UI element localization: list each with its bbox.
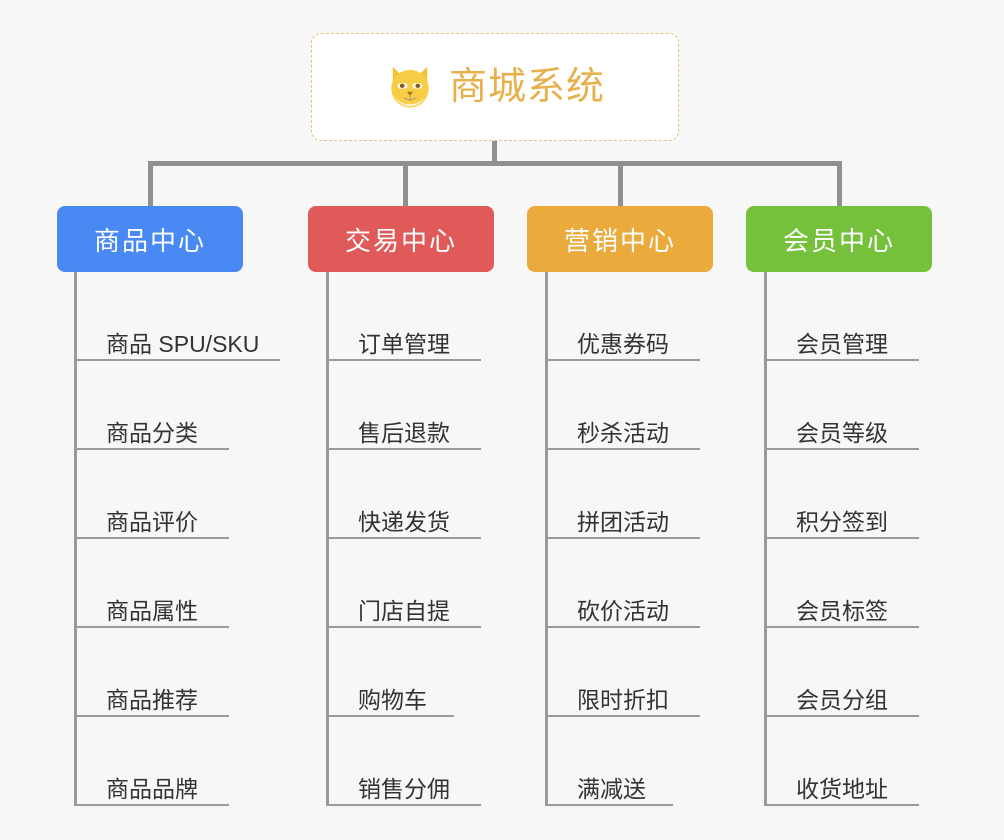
leaf-spine	[545, 272, 548, 806]
root-title: 商城系统	[448, 66, 605, 108]
leaf-underline	[764, 448, 919, 450]
leaf-item-label: 销售分佣	[358, 775, 450, 802]
leaf-column-4: 会员管理会员等级积分签到会员标签会员分组收货地址	[764, 272, 919, 806]
leaf-item-label: 秒杀活动	[577, 419, 669, 446]
leaf-underline	[545, 359, 700, 361]
leaf-underline	[326, 804, 481, 806]
connector-drop-2	[403, 161, 408, 208]
leaf-underline	[764, 359, 919, 361]
leaf-item[interactable]: 订单管理	[326, 272, 481, 361]
connector-drop-4	[837, 161, 842, 208]
leaf-item[interactable]: 会员管理	[764, 272, 919, 361]
leaf-underline	[74, 626, 229, 628]
leaf-underline	[326, 626, 481, 628]
leaf-item[interactable]: 会员分组	[764, 628, 919, 717]
leaf-item-label: 购物车	[358, 686, 427, 713]
leaf-item[interactable]: 购物车	[326, 628, 454, 717]
shiba-dog-face-icon	[391, 66, 429, 109]
leaf-item-label: 会员管理	[796, 330, 888, 357]
connector-drop-3	[618, 161, 623, 208]
leaf-item[interactable]: 商品品牌	[74, 717, 259, 806]
category-box-3[interactable]: 营销中心	[527, 206, 713, 272]
leaf-item-label: 砍价活动	[577, 597, 669, 624]
leaf-item[interactable]: 满减送	[545, 717, 673, 806]
leaf-spine	[326, 272, 329, 806]
leaf-column-3: 优惠券码秒杀活动拼团活动砍价活动限时折扣满减送	[545, 272, 700, 806]
leaf-item[interactable]: 砍价活动	[545, 539, 700, 628]
leaf-item[interactable]: 商品分类	[74, 361, 259, 450]
category-label: 营销中心	[563, 225, 676, 256]
leaf-underline	[545, 715, 700, 717]
leaf-item-label: 商品分类	[106, 419, 198, 446]
leaf-item[interactable]: 限时折扣	[545, 628, 700, 717]
leaf-item[interactable]: 商品推荐	[74, 628, 259, 717]
leaf-underline	[326, 448, 481, 450]
leaf-item[interactable]: 会员标签	[764, 539, 919, 628]
leaf-item-label: 积分签到	[796, 508, 888, 535]
leaf-item-label: 售后退款	[358, 419, 450, 446]
connector-drop-1	[148, 161, 153, 208]
leaf-underline	[545, 537, 700, 539]
leaf-item-label: 订单管理	[358, 330, 450, 357]
leaf-underline	[764, 804, 919, 806]
leaf-item-label: 门店自提	[358, 597, 450, 624]
leaf-item[interactable]: 优惠券码	[545, 272, 700, 361]
leaf-underline	[326, 359, 481, 361]
category-box-4[interactable]: 会员中心	[746, 206, 932, 272]
leaf-item-label: 限时折扣	[577, 686, 669, 713]
connector-root-stem	[492, 141, 497, 165]
connector-horizontal-bus	[148, 161, 842, 166]
leaf-item-label: 商品 SPU/SKU	[106, 330, 260, 357]
leaf-underline	[74, 537, 229, 539]
category-label: 交易中心	[344, 225, 457, 256]
leaf-underline	[74, 804, 229, 806]
leaf-item-label: 商品属性	[106, 597, 198, 624]
leaf-item[interactable]: 售后退款	[326, 361, 481, 450]
leaf-underline	[326, 715, 454, 717]
leaf-item[interactable]: 销售分佣	[326, 717, 481, 806]
leaf-underline	[74, 359, 280, 361]
leaf-item[interactable]: 积分签到	[764, 450, 919, 539]
leaf-underline	[74, 715, 229, 717]
leaf-underline	[545, 804, 673, 806]
leaf-underline	[74, 448, 229, 450]
root-node[interactable]: 商城系统	[311, 33, 679, 141]
leaf-underline	[764, 537, 919, 539]
leaf-item[interactable]: 秒杀活动	[545, 361, 700, 450]
leaf-column-1: 商品 SPU/SKU 商品分类商品评价商品属性商品推荐商品品牌	[74, 272, 280, 806]
leaf-underline	[764, 626, 919, 628]
leaf-underline	[545, 626, 700, 628]
category-box-2[interactable]: 交易中心	[308, 206, 494, 272]
leaf-spine	[764, 272, 767, 806]
leaf-item-label: 会员分组	[796, 686, 888, 713]
category-box-1[interactable]: 商品中心	[57, 206, 243, 272]
leaf-item-label: 商品评价	[106, 508, 198, 535]
leaf-item[interactable]: 商品评价	[74, 450, 259, 539]
leaf-underline	[545, 448, 700, 450]
category-label: 商品中心	[93, 225, 206, 256]
leaf-item-label: 商品品牌	[106, 775, 198, 802]
category-label: 会员中心	[782, 225, 895, 256]
leaf-item[interactable]: 快递发货	[326, 450, 481, 539]
leaf-underline	[326, 537, 481, 539]
leaf-item-label: 会员标签	[796, 597, 888, 624]
leaf-item[interactable]: 会员等级	[764, 361, 919, 450]
leaf-item-label: 收货地址	[796, 775, 888, 802]
leaf-underline	[764, 715, 919, 717]
leaf-item-label: 拼团活动	[577, 508, 669, 535]
leaf-spine	[74, 272, 77, 806]
leaf-item-label: 会员等级	[796, 419, 888, 446]
leaf-item[interactable]: 商品属性	[74, 539, 259, 628]
leaf-item[interactable]: 商品 SPU/SKU	[74, 272, 280, 361]
leaf-item-label: 商品推荐	[106, 686, 198, 713]
leaf-item[interactable]: 门店自提	[326, 539, 481, 628]
leaf-item-label: 优惠券码	[577, 330, 669, 357]
leaf-column-2: 订单管理售后退款快递发货门店自提购物车销售分佣	[326, 272, 481, 806]
leaf-item-label: 快递发货	[358, 508, 450, 535]
leaf-item[interactable]: 收货地址	[764, 717, 919, 806]
leaf-item[interactable]: 拼团活动	[545, 450, 700, 539]
leaf-item-label: 满减送	[577, 775, 646, 802]
